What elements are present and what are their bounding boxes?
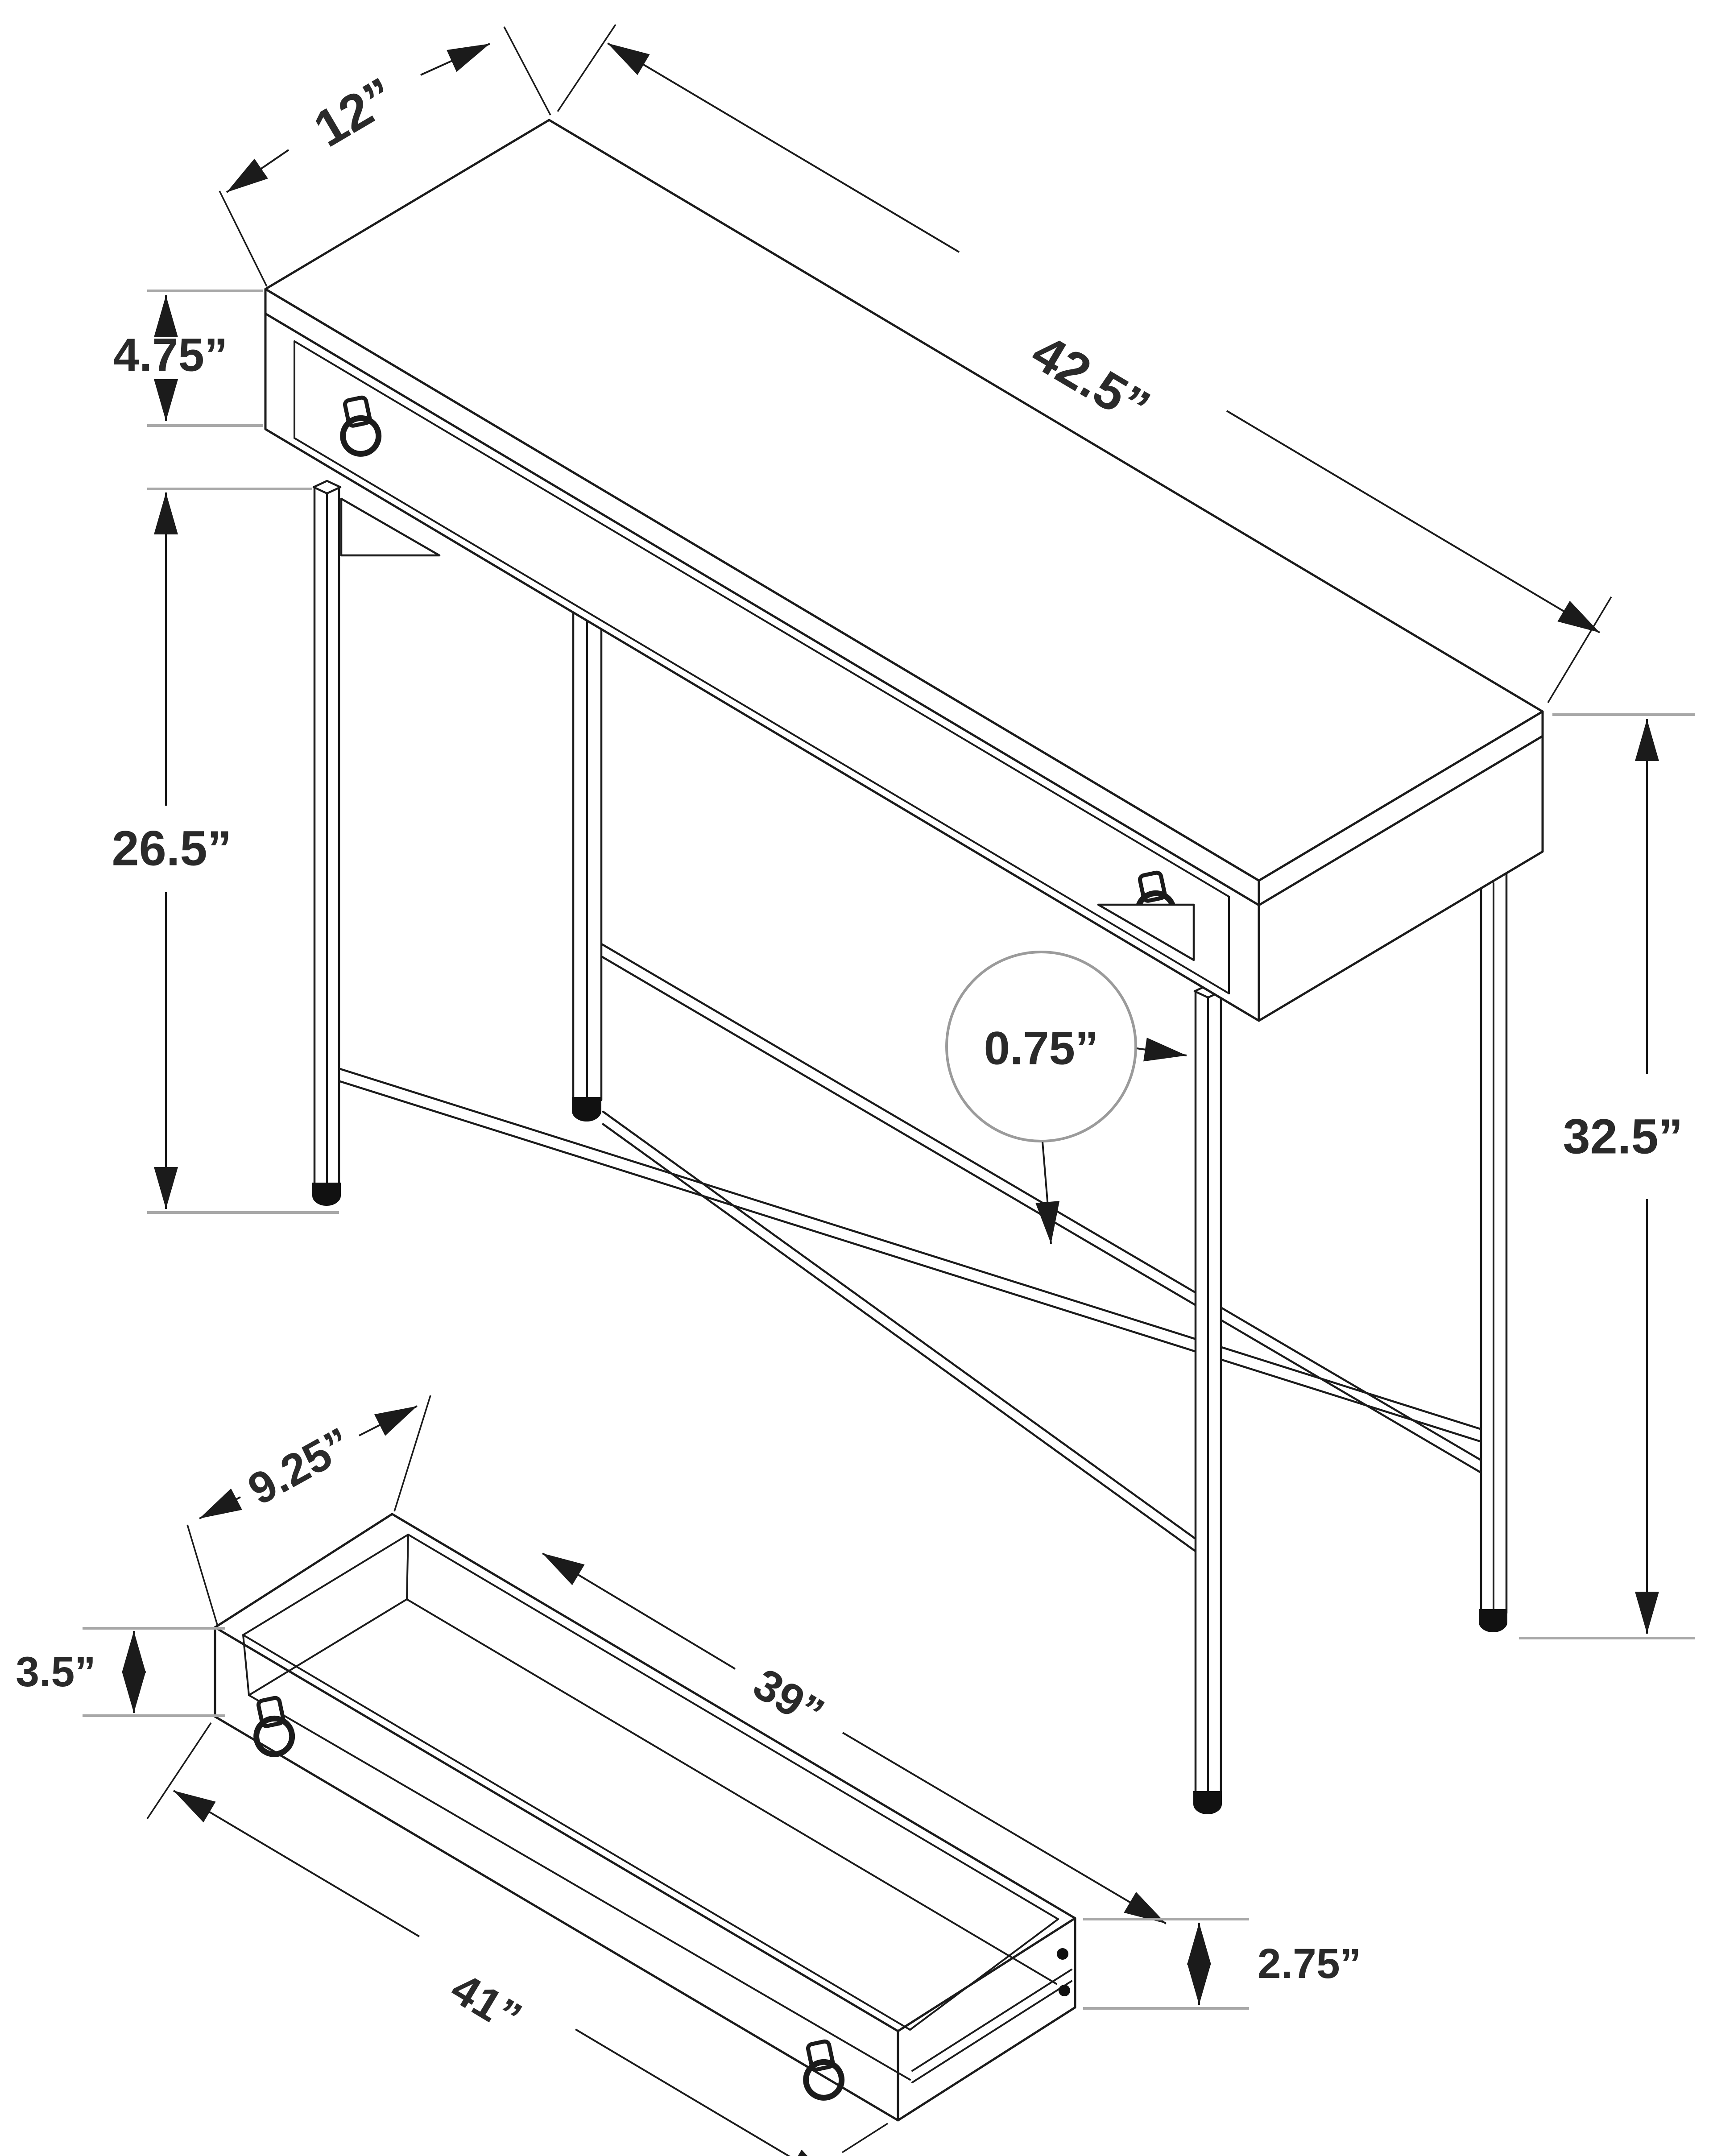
tube-size-callout-circle xyxy=(945,951,1137,1142)
dimension-label-drawer-front-height: 3.5” xyxy=(16,1648,96,1696)
corner-bracket xyxy=(340,497,441,557)
drawer-figure xyxy=(214,1513,1076,2122)
drawer-silhouette xyxy=(214,1513,1076,2122)
console-table-figure xyxy=(264,119,1544,1814)
drawer-slide-rail xyxy=(911,1948,1072,2083)
table-leg-front-right xyxy=(1193,984,1223,1814)
table-leg-back-right xyxy=(1479,846,1508,1632)
dimension-label-drawer-side-height: 2.75” xyxy=(1258,1940,1361,1987)
dimension-overall-height: 32.5” xyxy=(1519,713,1695,1639)
dimension-drawer-front-height: 3.5” xyxy=(16,1627,225,1717)
dimension-label-drawer-outer-length: 41” xyxy=(443,1963,530,2043)
dimension-label-apron-height: 4.75” xyxy=(113,329,228,381)
leg-foot-cap xyxy=(312,1183,341,1206)
dimension-label-overall-height: 32.5” xyxy=(1563,1109,1683,1164)
dimension-leg-height: 26.5” xyxy=(112,488,339,1214)
table-leg-front-left xyxy=(312,480,342,1206)
dimension-label-leg-height: 26.5” xyxy=(112,821,232,876)
dimension-label-drawer-inner-length: 39” xyxy=(745,1659,832,1738)
table-right-face xyxy=(1258,710,1544,1022)
drawer-interior xyxy=(242,1534,1059,2081)
leg-foot-cap xyxy=(1479,1609,1507,1632)
dimension-drawer-side-height: 2.75” xyxy=(1083,1918,1361,2010)
tabletop xyxy=(264,119,1544,1022)
x-brace xyxy=(339,1068,1481,1552)
dimension-label-drawer-depth: 9.25” xyxy=(240,1418,360,1515)
leg-foot-cap xyxy=(1193,1791,1222,1814)
dimension-label-tube-size: 0.75” xyxy=(984,1022,1099,1075)
dimension-tube-size: 0.75” xyxy=(945,951,1187,1244)
dimension-label-top-depth: 12” xyxy=(305,67,405,158)
table-drawer-front xyxy=(294,340,1230,994)
corner-bracket xyxy=(1097,903,1195,961)
leg-foot-cap xyxy=(572,1097,601,1121)
dimension-apron-height: 4.75” xyxy=(113,290,263,427)
